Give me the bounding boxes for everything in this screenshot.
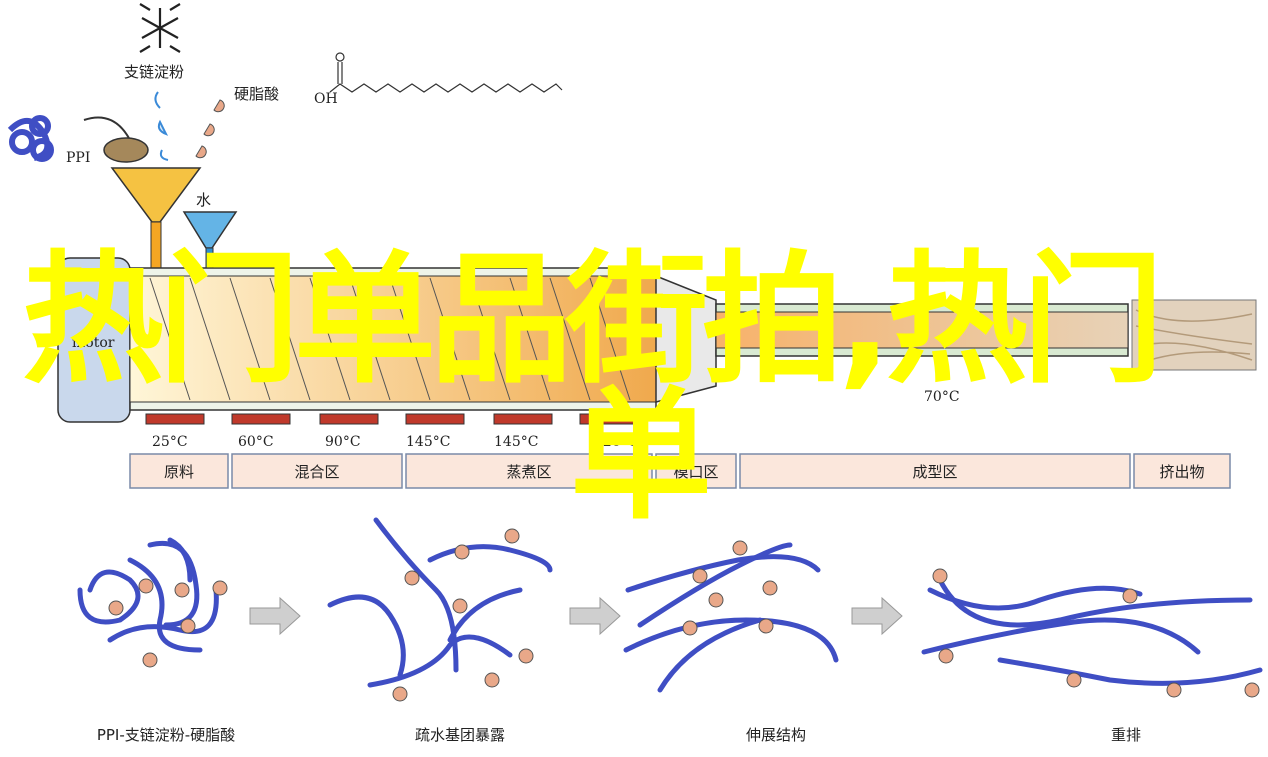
starch-molecule-icon bbox=[139, 3, 181, 53]
process-arrows bbox=[249, 596, 903, 636]
state-2-exposed bbox=[327, 517, 553, 688]
zone-label: 挤出物 bbox=[1159, 463, 1204, 481]
step-label: 疏水基团暴露 bbox=[415, 726, 505, 744]
step-label: PPI-支链淀粉-硬脂酸 bbox=[97, 726, 235, 744]
temp-label: 70°C bbox=[924, 389, 960, 405]
feed-hopper bbox=[110, 167, 202, 289]
starch-label: 支链淀粉 bbox=[124, 63, 184, 81]
zone-label: 混合区 bbox=[294, 463, 339, 481]
zone-label: 原料 bbox=[164, 463, 194, 481]
state-1-aggregate bbox=[77, 537, 219, 653]
state-1-beads bbox=[108, 578, 228, 668]
state-2-beads bbox=[392, 528, 534, 702]
temperature-labels: 25°C 60°C 90°C 145°C 145°C 120°C 70°C bbox=[152, 389, 960, 450]
temp-label: 120°C bbox=[594, 434, 638, 450]
state-3-beads bbox=[682, 540, 778, 636]
temp-label: 145°C bbox=[406, 434, 450, 450]
ppi-label: PPI bbox=[66, 150, 90, 166]
spoon-icon bbox=[83, 116, 149, 163]
extruder-barrel bbox=[129, 267, 717, 411]
fatty-acid-structure-icon bbox=[329, 52, 563, 93]
state-4-rearranged bbox=[921, 577, 1263, 686]
step-captions: PPI-支链淀粉-硬脂酸 疏水基团暴露 伸展结构 重排 bbox=[97, 726, 1141, 744]
extrudate-photo bbox=[1131, 299, 1257, 371]
extrudate-fibers bbox=[1135, 309, 1253, 361]
falling-particles bbox=[154, 91, 225, 161]
zone-boxes: 原料 混合区 蒸煮区 模口区 成型区 挤出物 bbox=[129, 453, 1231, 489]
step-label: 重排 bbox=[1111, 726, 1141, 744]
heater-bars bbox=[145, 413, 639, 425]
state-3-unfolded bbox=[623, 542, 839, 693]
state-4-beads bbox=[932, 568, 1260, 698]
temp-label: 60°C bbox=[238, 434, 274, 450]
temp-label: 25°C bbox=[152, 434, 188, 450]
zone-label: 成型区 bbox=[912, 463, 957, 481]
zone-label: 蒸煮区 bbox=[506, 463, 551, 481]
motor-label: motor bbox=[72, 335, 115, 351]
zone-label: 模口区 bbox=[673, 463, 718, 481]
temp-label: 90°C bbox=[325, 434, 361, 450]
cooling-die bbox=[715, 303, 1129, 357]
water-label: 水 bbox=[196, 191, 211, 209]
acid-group-label: OH bbox=[314, 91, 338, 107]
step-label: 伸展结构 bbox=[746, 726, 806, 744]
fatty-acid-label: 硬脂酸 bbox=[234, 85, 279, 103]
temp-label: 145°C bbox=[494, 434, 538, 450]
protein-blob-icon bbox=[7, 115, 54, 162]
